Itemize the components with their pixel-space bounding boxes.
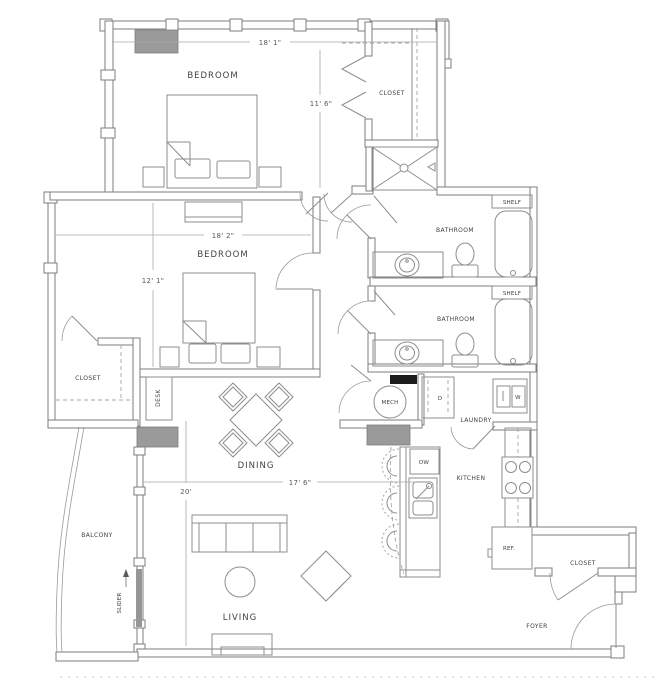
doors — [61, 192, 617, 650]
living-depth-dim: 20' — [180, 488, 192, 496]
dryer-label: D — [438, 396, 442, 402]
room-labels: BEDROOM 18' 1" 11' 6" CLOSET BEDROOM 18'… — [75, 39, 596, 630]
shower — [371, 146, 438, 191]
shelf1-label: SHELF — [503, 200, 521, 206]
living-width-dim: 17' 6" — [289, 479, 312, 487]
bed-2 — [159, 201, 281, 368]
living-label: LIVING — [223, 613, 258, 623]
laundry-appliances — [421, 376, 528, 419]
mech-room — [373, 385, 407, 419]
bed-1 — [142, 94, 282, 189]
structural-blocks — [134, 29, 417, 448]
closet-entry-label: CLOSET — [570, 560, 596, 567]
slider-door — [136, 569, 142, 627]
bathroom1-label: BATHROOM — [436, 227, 474, 234]
slider-arrow-icon — [123, 569, 129, 577]
bedroom1-label: BEDROOM — [187, 71, 238, 81]
slider-label: SLIDER — [117, 593, 123, 614]
interior-walls — [47, 21, 637, 605]
laundry-label: LAUNDRY — [460, 417, 491, 424]
exterior-walls — [43, 18, 625, 662]
washer-label: W — [515, 395, 521, 401]
dining-label: DINING — [238, 461, 275, 471]
kitchen-fixtures — [381, 427, 534, 578]
bathroom-1-fixtures — [372, 194, 533, 279]
balcony-structure — [55, 426, 142, 653]
desk-label: DESK — [155, 388, 162, 406]
bathroom-2-fixtures — [372, 285, 533, 368]
bedroom2-width-dim: 18' 2" — [212, 232, 235, 240]
bedroom2-depth-dim: 12' 1" — [142, 277, 165, 285]
top-closet — [340, 28, 418, 140]
closet-left-label: CLOSET — [75, 375, 101, 382]
bedroom2-label: BEDROOM — [197, 250, 248, 260]
refrigerator-label: REF. — [503, 546, 515, 552]
living-furniture — [191, 514, 352, 656]
dishwasher-label: DW — [419, 460, 429, 466]
left-closet — [56, 345, 173, 421]
dining-set — [218, 382, 294, 458]
balcony-label: BALCONY — [81, 532, 112, 539]
dimension-lines — [56, 41, 437, 646]
mech-label: MECH — [382, 400, 399, 406]
bedroom1-width-dim: 18' 1" — [259, 39, 282, 47]
bedroom1-depth-dim: 11' 6" — [310, 100, 333, 108]
foyer-label: FOYER — [526, 623, 547, 630]
closet-top-label: CLOSET — [379, 90, 405, 97]
shelf2-label: SHELF — [503, 291, 521, 297]
bathroom2-label: BATHROOM — [437, 316, 475, 323]
kitchen-label: KITCHEN — [457, 475, 486, 482]
